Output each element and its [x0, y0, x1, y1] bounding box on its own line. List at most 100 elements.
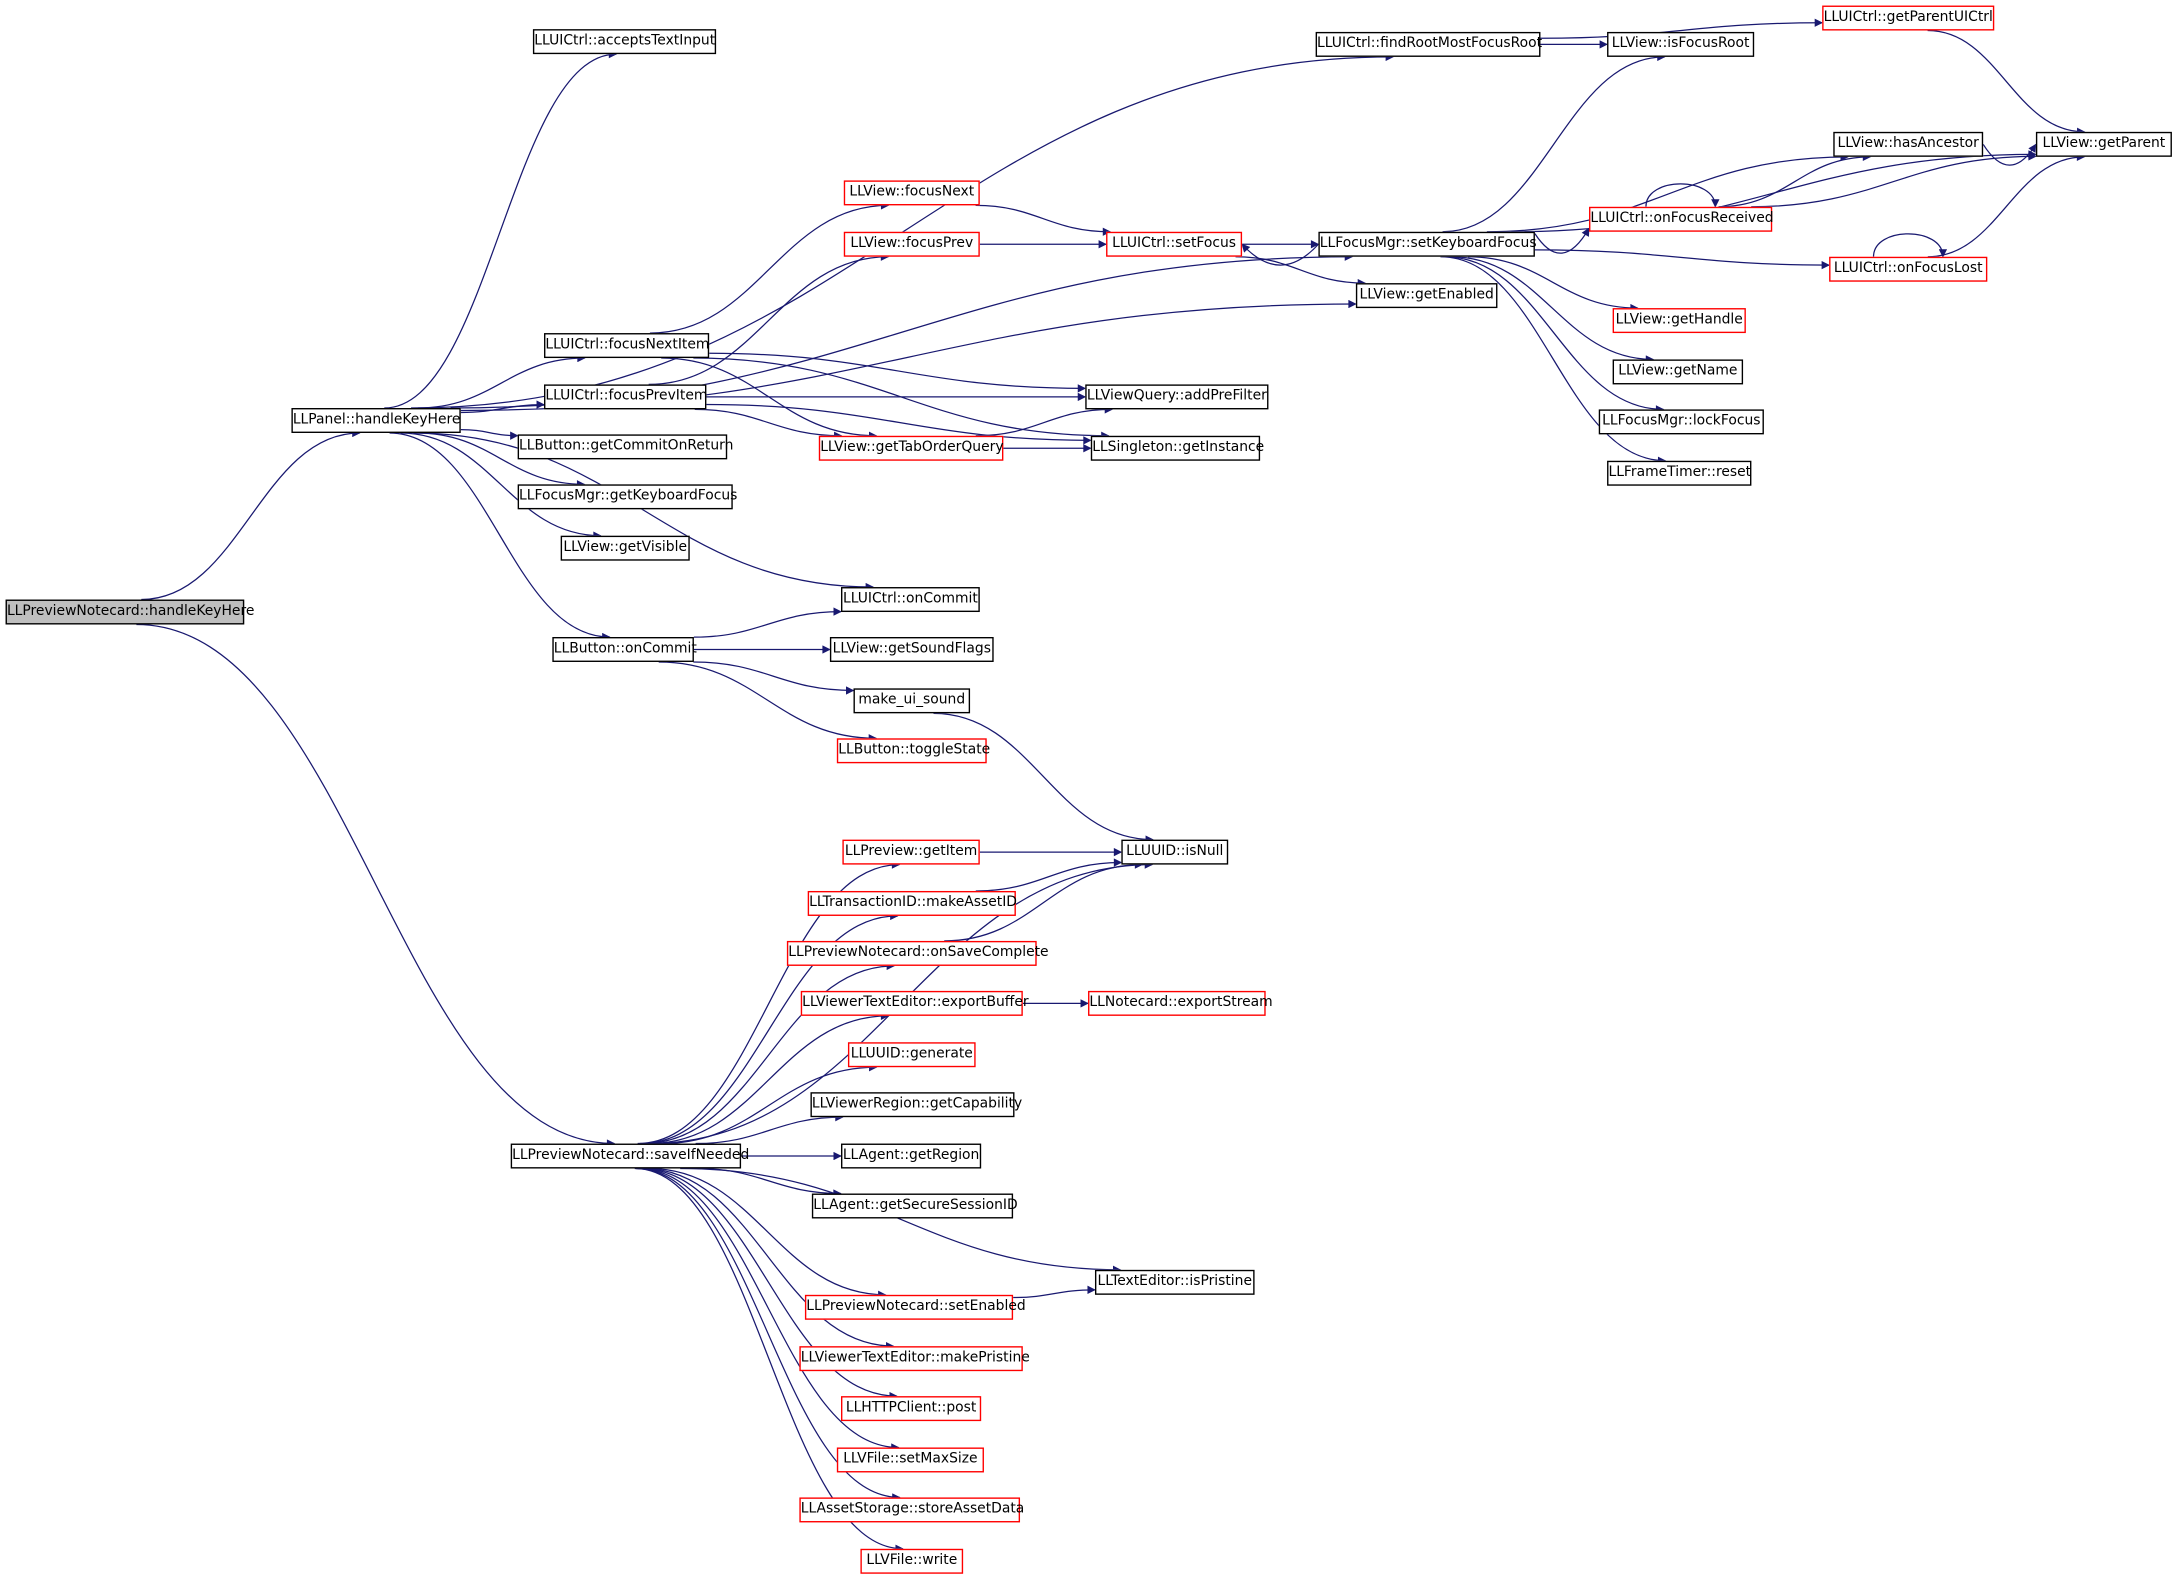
- node-makePristine[interactable]: LLViewerTextEditor::makePristine: [799, 1346, 1030, 1372]
- node-panelHandleKey[interactable]: LLPanel::handleKeyHere: [291, 408, 461, 433]
- call-edge-panelHandleKey-getCommitOnReturn: [460, 428, 519, 440]
- call-edge-saveIfNeeded-makePristine: [643, 1167, 895, 1351]
- call-edge-setKeyboardFocus-onFocusReceived: [1534, 227, 1590, 254]
- call-edge-panelHandleKey-focusNextItem: [417, 353, 586, 409]
- node-onFocusLost[interactable]: LLUICtrl::onFocusLost: [1829, 256, 1988, 282]
- node-focusPrev[interactable]: LLView::focusPrev: [843, 231, 980, 257]
- node-setMaxSize[interactable]: LLVFile::setMaxSize: [836, 1447, 984, 1473]
- call-edge-focusPrevItem-getInstance: [706, 403, 1092, 445]
- node-focusPrevItem[interactable]: LLUICtrl::focusPrevItem: [544, 384, 707, 410]
- call-edge-setKeyboardFocus-isFocusRoot: [1442, 52, 1666, 233]
- call-edge-makeUiSound-isNull: [933, 712, 1154, 844]
- node-addPreFilter[interactable]: LLViewQuery::addPreFilter: [1085, 384, 1269, 410]
- call-edge-root-panelHandleKey: [141, 428, 361, 601]
- call-edge-saveIfNeeded-setMaxSize: [637, 1167, 900, 1452]
- call-edge-focusNextItem-focusNext: [649, 201, 890, 334]
- call-edge-getParentUICtrl-getParent: [1927, 29, 2086, 136]
- call-edge-focusNextItem-addPreFilter: [709, 352, 1087, 393]
- node-uuidGenerate[interactable]: LLUUID::generate: [847, 1042, 976, 1068]
- node-onSaveComplete[interactable]: LLPreviewNotecard::onSaveComplete: [786, 940, 1049, 966]
- node-isNull[interactable]: LLUUID::isNull: [1121, 839, 1229, 865]
- call-edge-saveIfNeeded-storeAssetData: [635, 1167, 901, 1502]
- node-root[interactable]: LLPreviewNotecard::handleKeyHere: [5, 599, 254, 625]
- node-saveIfNeeded[interactable]: LLPreviewNotecard::saveIfNeeded: [510, 1143, 749, 1169]
- call-edge-panelHandleKey-focusPrevItem: [460, 400, 545, 414]
- node-exportBuffer[interactable]: LLViewerTextEditor::exportBuffer: [800, 990, 1029, 1016]
- call-edge-onFocusLost-getParent: [1927, 152, 2086, 258]
- call-edge-setKeyboardFocus-setFocus: [1241, 243, 1319, 266]
- node-hasAncestor[interactable]: LLView::hasAncestor: [1833, 131, 1984, 157]
- node-getCapability[interactable]: LLViewerRegion::getCapability: [810, 1092, 1022, 1118]
- node-buttonOnCommit[interactable]: LLButton::onCommit: [552, 637, 697, 662]
- node-getSoundFlags[interactable]: LLView::getSoundFlags: [829, 637, 994, 662]
- node-getInstance[interactable]: LLSingleton::getInstance: [1090, 435, 1264, 461]
- call-edge-setKeyboardFocus-frameReset: [1440, 256, 1667, 465]
- call-edge-onFocusReceived-getParent: [1751, 152, 2037, 208]
- node-vfileWrite[interactable]: LLVFile::write: [860, 1548, 964, 1574]
- node-getEnabled[interactable]: LLView::getEnabled: [1355, 283, 1498, 309]
- node-makeUiSound[interactable]: make_ui_sound: [853, 688, 971, 714]
- node-makeAssetID[interactable]: LLTransactionID::makeAssetID: [807, 890, 1017, 916]
- call-edge-saveIfNeeded-setEnabled: [649, 1167, 887, 1299]
- call-edge-focusPrevItem-focusPrev: [648, 252, 890, 386]
- node-getVisible[interactable]: LLView::getVisible: [560, 535, 690, 561]
- node-uictrlOnCommit[interactable]: LLUICtrl::onCommit: [841, 587, 980, 613]
- node-findRootMostFocusRoot[interactable]: LLUICtrl::findRootMostFocusRoot: [1315, 31, 1542, 57]
- call-edge-panelHandleKey-getVisible: [400, 432, 602, 540]
- node-isFocusRoot[interactable]: LLView::isFocusRoot: [1607, 31, 1755, 57]
- call-edge-setEnabled-isPristine: [1013, 1285, 1096, 1299]
- node-getParentUICtrl[interactable]: LLUICtrl::getParentUICtrl: [1822, 5, 1995, 31]
- node-setEnabled[interactable]: LLPreviewNotecard::setEnabled: [804, 1294, 1026, 1320]
- call-edge-saveIfNeeded-exportBuffer: [649, 1011, 890, 1145]
- call-edge-setFocus-getEnabled: [1235, 256, 1367, 288]
- call-edge-panelHandleKey-uictrlOnCommit: [413, 432, 874, 592]
- call-edge-saveIfNeeded-getCapability: [695, 1113, 844, 1145]
- call-edge-saveIfNeeded-uuidGenerate: [661, 1063, 878, 1145]
- call-edge-buttonOnCommit-uictrlOnCommit: [693, 607, 842, 638]
- node-exportStream[interactable]: LLNotecard::exportStream: [1088, 990, 1273, 1016]
- call-edge-setKeyboardFocus-lockFocus: [1444, 256, 1665, 414]
- node-httpPost[interactable]: LLHTTPClient::post: [841, 1396, 982, 1422]
- node-isPristine[interactable]: LLTextEditor::isPristine: [1094, 1269, 1255, 1295]
- node-onFocusReceived[interactable]: LLUICtrl::onFocusReceived: [1589, 206, 1774, 232]
- call-edge-setKeyboardFocus-getHandle: [1467, 256, 1639, 313]
- node-getName[interactable]: LLView::getName: [1612, 359, 1744, 385]
- call-edge-buttonOnCommit-toggleState: [658, 661, 878, 743]
- node-storeAssetData[interactable]: LLAssetStorage::storeAssetData: [799, 1497, 1024, 1523]
- call-edge-focusPrevItem-getTabOrderQuery: [694, 408, 843, 440]
- call-edge-saveIfNeeded-makeAssetID: [640, 911, 899, 1145]
- node-getItem[interactable]: LLPreview::getItem: [842, 839, 980, 865]
- call-edge-getTabOrderQuery-addPreFilter: [975, 405, 1114, 437]
- call-edge-onFocusLost-onFocusLost: [1872, 233, 1948, 258]
- call-edge-setKeyboardFocus-onFocusLost: [1534, 249, 1830, 270]
- node-getParent[interactable]: LLView::getParent: [2035, 131, 2172, 157]
- node-getHandle[interactable]: LLView::getHandle: [1612, 308, 1746, 334]
- call-edge-saveIfNeeded-httpPost: [639, 1167, 898, 1401]
- node-acceptsTextInput[interactable]: LLUICtrl::acceptsTextInput: [532, 29, 717, 55]
- call-edge-panelHandleKey-getKeyboardFocus: [416, 432, 586, 489]
- node-setKeyboardFocus[interactable]: LLFocusMgr::setKeyboardFocus: [1318, 231, 1537, 257]
- call-edge-saveIfNeeded-getItem: [637, 860, 901, 1145]
- call-edge-setKeyboardFocus-getName: [1451, 256, 1655, 364]
- node-getSecureSessionID[interactable]: LLAgent::getSecureSessionID: [811, 1193, 1018, 1219]
- node-focusNextItem[interactable]: LLUICtrl::focusNextItem: [544, 333, 709, 359]
- node-focusNext[interactable]: LLView::focusNext: [843, 180, 980, 206]
- call-edge-makeAssetID-isNull: [975, 858, 1123, 892]
- call-edge-onFocusReceived-onFocusReceived: [1645, 183, 1720, 208]
- call-edge-focusNext-setFocus: [975, 204, 1112, 236]
- node-setFocus[interactable]: LLUICtrl::setFocus: [1106, 231, 1243, 257]
- node-lockFocus[interactable]: LLFocusMgr::lockFocus: [1598, 409, 1764, 435]
- node-getCommitOnReturn[interactable]: LLButton::getCommitOnReturn: [517, 434, 733, 460]
- call-edge-saveIfNeeded-isPristine: [680, 1167, 1122, 1274]
- node-getKeyboardFocus[interactable]: LLFocusMgr::getKeyboardFocus: [517, 484, 737, 510]
- call-edge-saveIfNeeded-onSaveComplete: [643, 961, 895, 1145]
- node-toggleState[interactable]: LLButton::toggleState: [836, 738, 990, 764]
- call-edge-saveIfNeeded-vfileWrite: [634, 1167, 904, 1553]
- node-getRegion[interactable]: LLAgent::getRegion: [841, 1143, 982, 1169]
- call-edge-root-saveIfNeeded: [136, 623, 616, 1148]
- node-getTabOrderQuery[interactable]: LLView::getTabOrderQuery: [818, 435, 1004, 461]
- node-frameReset[interactable]: LLFrameTimer::reset: [1607, 460, 1752, 486]
- call-edge-panelHandleKey-buttonOnCommit: [389, 432, 611, 642]
